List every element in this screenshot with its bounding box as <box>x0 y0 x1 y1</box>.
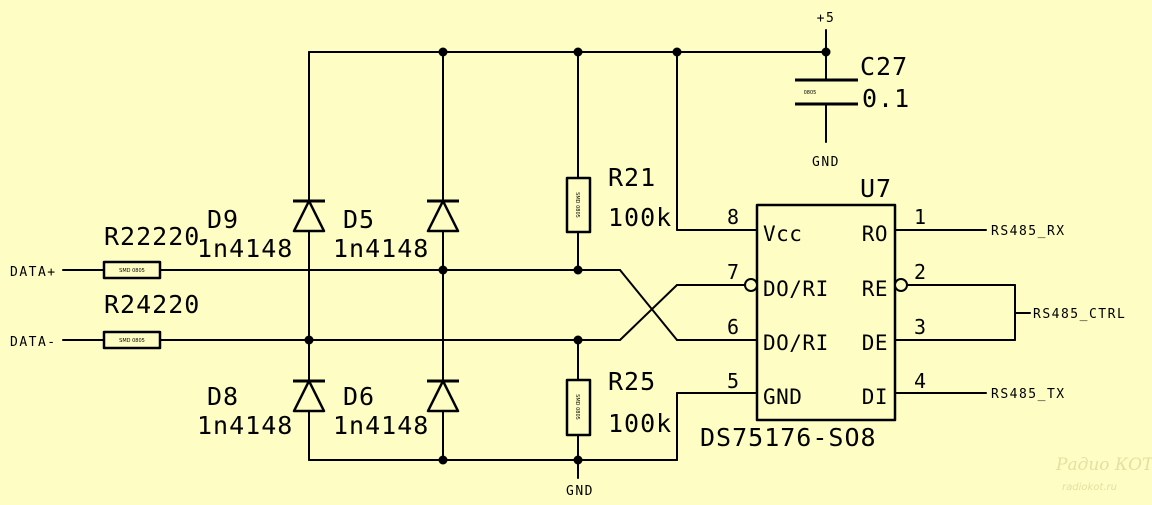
d5-ref: D5 <box>343 205 375 234</box>
u7-body <box>755 203 897 422</box>
r25-package: SMD 0805 <box>574 394 580 420</box>
pin7-number: 7 <box>727 260 739 284</box>
junction-dot <box>438 265 448 275</box>
d8-value: 1n4148 <box>197 411 293 440</box>
d9-ref: D9 <box>207 205 239 234</box>
watermark-logo: Радио КОТ <box>1055 455 1152 475</box>
resistor-r24: SMD 0805 <box>102 330 162 350</box>
d6-ref: D6 <box>343 382 375 411</box>
data-plus-label: DATA+ <box>10 265 57 280</box>
r24-package: SMD 0805 <box>119 338 145 344</box>
rs485-tx-label: RS485_TX <box>991 387 1066 402</box>
pin7-inversion-bubble <box>744 278 758 292</box>
c27-ref: C27 <box>860 52 908 81</box>
wire-data-plus-cross <box>619 269 678 341</box>
junction-dot <box>573 335 583 345</box>
pin8-number: 8 <box>727 205 739 229</box>
c27-package: 0805 <box>804 90 817 96</box>
r21-package: SMD 0805 <box>574 192 580 218</box>
c27-value: 0.1 <box>862 84 910 113</box>
pin8-name: Vcc <box>763 222 802 246</box>
pin2-number: 2 <box>914 260 926 284</box>
junction-dot <box>304 335 314 345</box>
resistor-r22: SMD 0805 <box>102 260 162 280</box>
r22-package: SMD 0805 <box>119 268 145 274</box>
r25-ref: R25 <box>608 367 656 396</box>
u7-part: DS75176-SO8 <box>700 423 877 452</box>
ic-u7: Vcc DO/RI DO/RI GND RO RE DE DI 8 7 6 5 … <box>727 203 926 422</box>
resistor-r21: SMD 0805 <box>565 176 592 234</box>
data-minus-label: DATA- <box>10 335 57 350</box>
gnd-label-cap: GND <box>812 155 840 170</box>
vcc-label: +5 <box>817 11 836 26</box>
d9-value: 1n4148 <box>197 234 293 263</box>
r21-value: 100k <box>608 203 672 232</box>
d5-value: 1n4148 <box>333 234 429 263</box>
watermark-url: radiokot.ru <box>1062 482 1117 493</box>
rs485-ctrl-label: RS485_CTRL <box>1033 307 1126 322</box>
r22-label: R22220 <box>104 222 200 251</box>
junction-dot <box>573 455 583 465</box>
pin2-inversion-bubble <box>894 278 908 292</box>
pin4-number: 4 <box>914 369 926 393</box>
gnd-label-bottom: GND <box>566 484 594 499</box>
pin4-name: DI <box>862 385 888 409</box>
pin7-name: DO/RI <box>763 277 829 301</box>
junction-dot <box>438 455 448 465</box>
capacitor-c27: 0805 <box>795 51 858 143</box>
junction-dot <box>573 265 583 275</box>
u7-ref: U7 <box>860 174 892 203</box>
pin6-name: DO/RI <box>763 331 829 355</box>
r25-value: 100k <box>608 409 672 438</box>
wire-data-minus-cross <box>619 284 678 341</box>
r21-ref: R21 <box>608 163 656 192</box>
d8-ref: D8 <box>207 382 239 411</box>
pin3-number: 3 <box>914 315 926 339</box>
pin1-name: RO <box>862 222 888 246</box>
pin5-name: GND <box>763 385 802 409</box>
pin3-name: DE <box>862 331 888 355</box>
d6-value: 1n4148 <box>333 411 429 440</box>
pin6-number: 6 <box>727 315 739 339</box>
r24-label: R24220 <box>104 290 200 319</box>
pin2-name: RE <box>862 277 888 301</box>
pin1-number: 1 <box>914 205 926 229</box>
resistor-r25: SMD 0805 <box>565 378 592 437</box>
pin5-number: 5 <box>727 369 739 393</box>
rs485-rx-label: RS485_RX <box>991 224 1066 239</box>
